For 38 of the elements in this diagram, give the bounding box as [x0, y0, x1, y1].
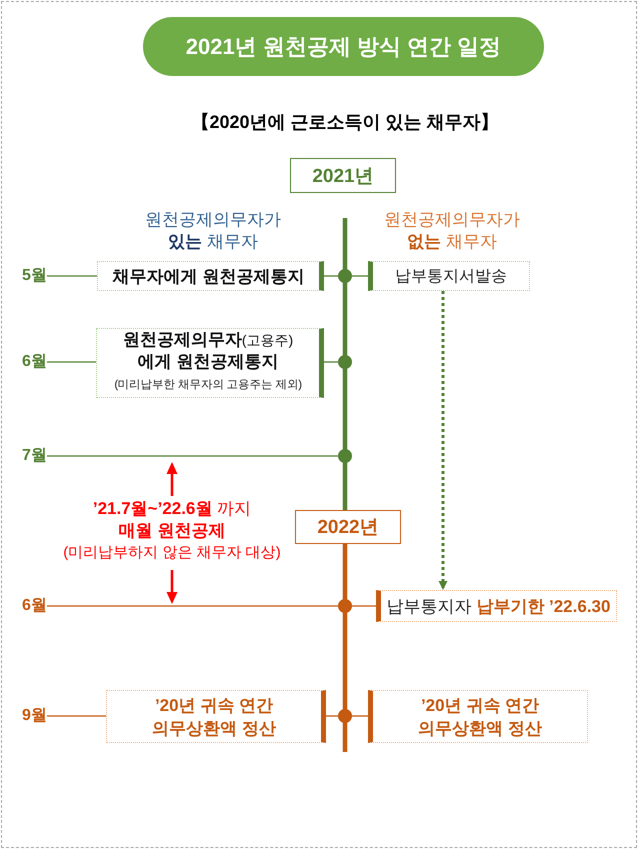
- event-title: 원천공제의무자(고용주) 에게 원천공제통지: [122, 329, 294, 373]
- title-banner: 2021년 원천공제 방식 연간 일정: [143, 17, 544, 76]
- year-box: 2022년: [295, 510, 401, 544]
- month-label: 6월: [22, 352, 47, 372]
- year-box: 2021년: [290, 158, 396, 193]
- connector-line: [352, 605, 376, 607]
- subtitle: 【2020년에 근로소득이 있는 채무자】: [191, 111, 499, 134]
- timeline-dot: [338, 709, 352, 723]
- condition-note: (미리납부하지 않은 채무자 대상): [63, 543, 281, 563]
- event-box: ’20년 귀속 연간 의무상환액 정산: [368, 690, 588, 743]
- dotted-arrow: [438, 291, 448, 590]
- connector-line: [352, 275, 368, 277]
- event-box: ’20년 귀속 연간 의무상환액 정산: [106, 690, 326, 743]
- connector-line: [324, 361, 338, 363]
- connector-line: [46, 361, 96, 363]
- connector-line: [324, 275, 338, 277]
- column-heading: 원천공제의무자가 있는 채무자: [144, 209, 282, 253]
- timeline-dot: [338, 599, 352, 613]
- timeline-dot: [338, 449, 352, 463]
- event-note: (미리납부한 채무자의 고용주는 제외): [114, 378, 302, 393]
- connector-line: [46, 455, 338, 457]
- event-box: [96, 328, 324, 398]
- period-note: ’21.7월~’22.6월 까지 매월 원천공제: [92, 498, 252, 542]
- event-box: 납부통지자 납부기한 ’22.6.30: [376, 590, 617, 622]
- connector-line: [326, 715, 338, 717]
- timeline-dot: [338, 269, 352, 283]
- column-heading: 원천공제의무자가 없는 채무자: [383, 209, 521, 253]
- month-label: 7월: [22, 446, 47, 466]
- connector-line: [46, 715, 106, 717]
- event-box: 납부통지서발송: [368, 261, 530, 291]
- event-box: 채무자에게 원천공제통지: [97, 261, 324, 291]
- connector-line: [46, 275, 97, 277]
- timeline-dot: [338, 355, 352, 369]
- connector-line: [46, 605, 338, 607]
- month-label: 6월: [22, 596, 47, 616]
- month-label: 5월: [22, 266, 47, 286]
- month-label: 9월: [22, 706, 47, 726]
- connector-line: [352, 715, 368, 717]
